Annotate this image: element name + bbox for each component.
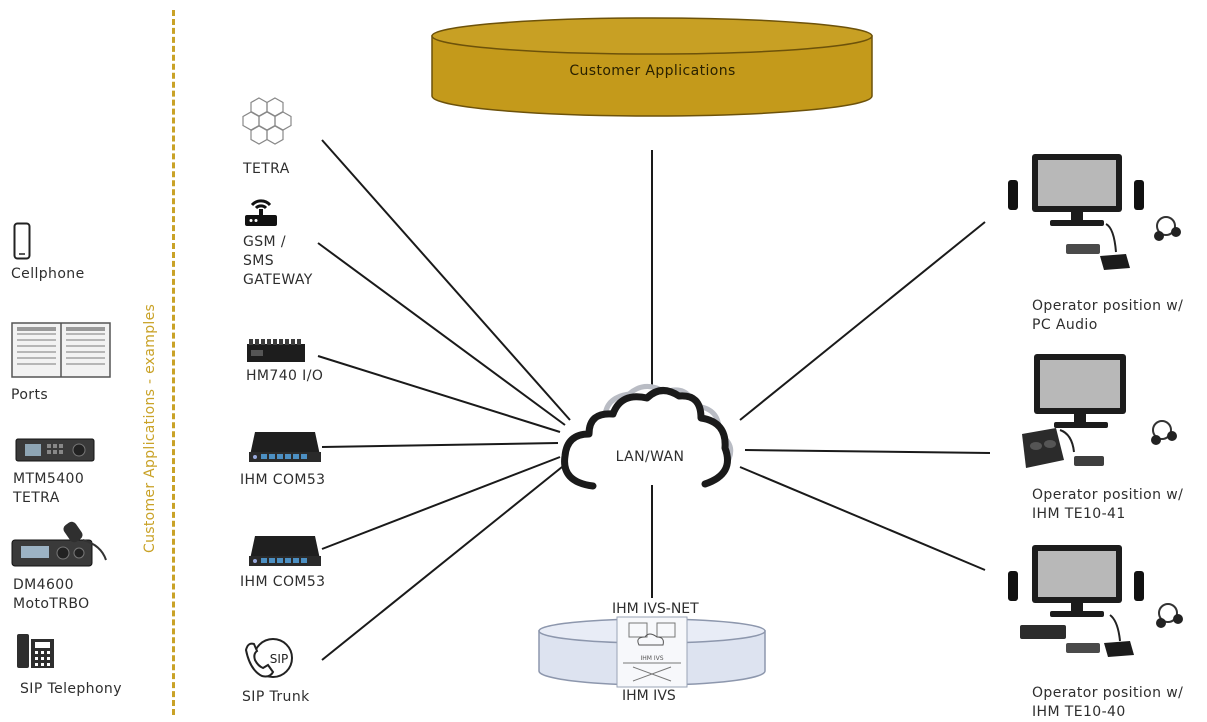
lan-wan-cloud: LAN/WAN xyxy=(555,378,745,496)
device-com53-a: IHM COM53 xyxy=(240,472,326,488)
server-bottom-label: IHM IVS xyxy=(622,688,676,704)
server-top-label: IHM IVS-NET xyxy=(612,601,699,617)
wire-operator-1 xyxy=(739,221,986,421)
sip-badge: SIP xyxy=(270,652,288,666)
cellphone-icon xyxy=(13,222,31,260)
device-com53-b: IHM COM53 xyxy=(240,574,326,590)
ivs-server: IHM IVS xyxy=(537,615,767,695)
customer-applications-drum: Customer Applications xyxy=(430,14,875,124)
hub-label: LAN/WAN xyxy=(615,449,685,465)
mobile-radio-icon xyxy=(11,520,111,568)
operator-te10-41: Operator position w/IHM TE10-41 xyxy=(1032,487,1184,522)
desk-phone-icon xyxy=(16,630,56,670)
wire-com53-a xyxy=(321,442,559,448)
workstation-icon xyxy=(1006,543,1196,668)
wire-operator-3 xyxy=(739,466,986,571)
device-tetra: TETRA xyxy=(243,161,290,177)
wire-sip xyxy=(321,466,563,661)
wire-operator-2 xyxy=(744,449,991,454)
sip-icon: SIP xyxy=(242,636,300,682)
router-icon xyxy=(244,193,278,227)
hexagon-network-icon xyxy=(238,96,298,158)
wire-gsm xyxy=(317,242,566,426)
wire-tetra xyxy=(321,139,571,421)
sidebar-divider xyxy=(172,10,175,715)
left-item-ports: Ports xyxy=(11,387,49,403)
com53-box-icon xyxy=(247,534,323,568)
com53-box-icon xyxy=(247,430,323,464)
workstation-icon xyxy=(1006,152,1196,277)
left-item-sip-telephony: SIP Telephony xyxy=(20,681,122,697)
wire-com53-b xyxy=(321,456,561,550)
operator-pc-audio: Operator position w/PC Audio xyxy=(1032,298,1184,333)
wire-hm740 xyxy=(317,355,561,433)
sidebar-label: Customer Applications - examples xyxy=(142,303,158,553)
radio-terminal-icon xyxy=(15,436,95,464)
operator-te10-40: Operator position w/IHM TE10-40 xyxy=(1032,685,1184,720)
ports-panel-icon xyxy=(11,322,111,378)
device-hm740: HM740 I/O xyxy=(246,368,324,384)
left-item-cellphone: Cellphone xyxy=(11,266,85,282)
io-module-icon xyxy=(246,338,306,364)
workstation-icon xyxy=(1012,352,1192,477)
server-inner-label: IHM IVS xyxy=(640,655,663,662)
customer-applications-label: Customer Applications xyxy=(569,63,736,79)
device-sip-trunk: SIP Trunk xyxy=(242,689,310,705)
